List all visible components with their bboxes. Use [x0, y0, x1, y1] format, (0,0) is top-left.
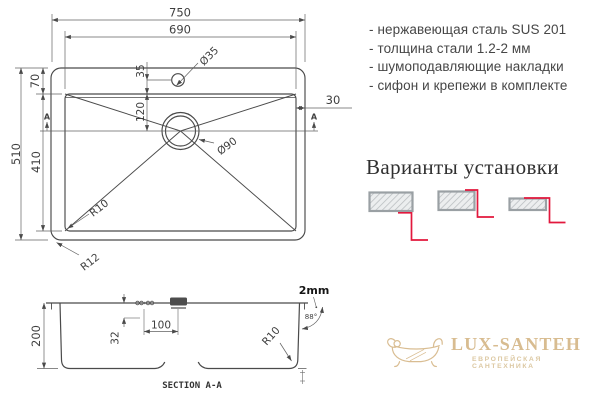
sink-bowl-outline — [64, 93, 297, 232]
dim-bowl-width: 690 — [64, 23, 297, 89]
bowl-profile-right — [197, 302, 301, 370]
dim-drain-offset: 120 — [135, 93, 150, 132]
svg-text:R10: R10 — [260, 325, 283, 348]
micro-dim-right — [300, 370, 305, 384]
edge-detail: 2mm 88° — [299, 284, 330, 330]
sink-edge-line-red — [465, 189, 494, 218]
section-label: SECTION A-A — [162, 381, 222, 391]
svg-text:Ø35: Ø35 — [197, 44, 221, 68]
svg-text:88°: 88° — [305, 313, 317, 321]
dim-hole-offset: 32 — [110, 294, 140, 345]
svg-text:A: A — [44, 113, 51, 122]
svg-text:35: 35 — [135, 64, 147, 77]
label-drain-hole: Ø90 — [198, 135, 240, 158]
brand-logo: LUX-SANTEH ЕВРОПЕЙСКАЯ САНТЕХНИКА — [384, 328, 594, 374]
label-faucet-hole: Ø35 — [176, 44, 221, 86]
brand-tagline: ЕВРОПЕЙСКАЯ САНТЕХНИКА — [472, 356, 542, 370]
section-view — [46, 297, 308, 384]
svg-text:2mm: 2mm — [299, 284, 330, 297]
install-option-undermount — [368, 191, 428, 241]
svg-text:R10: R10 — [87, 197, 111, 219]
spec-item: - сифон и крепежи в комплекте — [369, 77, 568, 93]
svg-text:70: 70 — [28, 74, 42, 89]
svg-text:690: 690 — [169, 23, 191, 37]
top-view — [50, 67, 306, 241]
top-view-dimensions: 750 690 510 70 410 — [9, 6, 352, 273]
svg-text:750: 750 — [169, 6, 191, 20]
dim-bowl-depth: 410 — [29, 93, 62, 232]
dim-rim-offset: 70 — [28, 67, 62, 95]
sink-edge-line-red — [524, 197, 566, 224]
svg-text:A: A — [311, 113, 318, 122]
brand-stamp-icon — [170, 297, 187, 309]
label-corner-radius: R12 — [56, 242, 102, 273]
spec-list: - нержавеющая сталь SUS 201 - толщина ст… — [369, 21, 568, 95]
install-option-overlay — [508, 197, 566, 224]
dim-edge-offset: 30 — [295, 93, 352, 111]
bathtub-icon — [387, 338, 443, 368]
bowl-profile-left — [59, 302, 166, 370]
dim-hole-spacing: 100 — [143, 309, 179, 335]
dim-faucet-offset: 35 — [135, 62, 172, 95]
mount-hole-marks — [135, 300, 155, 306]
svg-text:30: 30 — [326, 93, 341, 107]
label-bowl-radius: R10 — [67, 197, 111, 229]
spec-item: - шумоподавляющие накладки — [369, 59, 564, 75]
dim-section-height: 200 — [29, 302, 58, 369]
label-bottom-radius: R10 — [260, 325, 292, 362]
dim-overall-width: 750 — [51, 6, 306, 62]
install-option-flushmount — [437, 189, 494, 218]
svg-text:100: 100 — [151, 320, 171, 332]
svg-text:510: 510 — [9, 143, 23, 165]
brand-name: LUX-SANTEH — [451, 334, 582, 354]
svg-text:32: 32 — [110, 331, 122, 344]
svg-text:200: 200 — [29, 325, 43, 347]
countertop-section — [368, 191, 414, 213]
spec-item: - нержавеющая сталь SUS 201 — [369, 22, 567, 37]
drain-slope-lines — [64, 93, 297, 232]
installation-title: Варианты установки — [366, 155, 560, 179]
svg-text:R12: R12 — [78, 251, 102, 273]
section-line-aa: A A — [40, 113, 318, 132]
spec-item: - толщина стали 1.2-2 мм — [369, 40, 531, 56]
installation-diagrams — [368, 189, 566, 241]
dim-overall-depth: 510 — [9, 67, 48, 241]
countertop-section — [437, 190, 476, 212]
sink-edge-line-red — [398, 211, 428, 241]
countertop-section — [508, 197, 548, 212]
sink-outer-outline — [50, 67, 306, 241]
svg-text:Ø90: Ø90 — [215, 135, 240, 158]
svg-text:120: 120 — [135, 102, 147, 122]
svg-text:410: 410 — [29, 151, 43, 173]
